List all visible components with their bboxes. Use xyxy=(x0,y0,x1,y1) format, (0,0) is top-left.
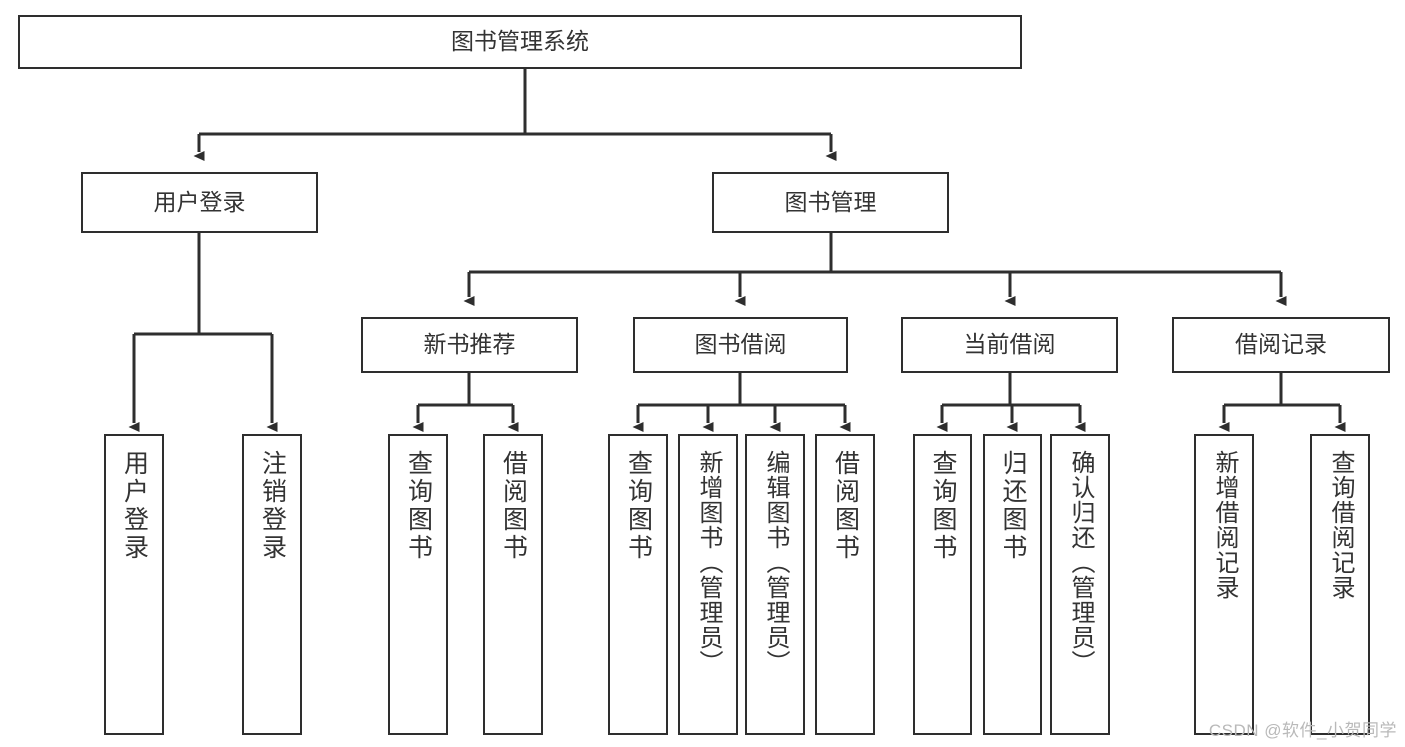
node-label: 借阅记录 xyxy=(1235,331,1327,358)
node-label: 新书推荐 xyxy=(423,331,516,358)
node-current-borrowing[interactable]: 当前借阅 xyxy=(901,317,1118,373)
node-label: 用户登录 xyxy=(153,188,246,215)
node-book-borrowing[interactable]: 图书借阅 xyxy=(633,317,848,373)
node-leaf-add-book-admin[interactable]: 新增图书（管理员） xyxy=(678,434,738,735)
node-label: 借阅图书 xyxy=(499,450,528,562)
node-leaf-query-book-borrow[interactable]: 查询图书 xyxy=(608,434,668,735)
node-label: 借阅图书 xyxy=(831,450,860,562)
node-leaf-query-borrow-record[interactable]: 查询借阅记录 xyxy=(1310,434,1370,735)
node-leaf-query-book-current[interactable]: 查询图书 xyxy=(913,434,972,735)
node-label: 新增借阅记录 xyxy=(1211,450,1238,600)
node-label: 注销登录 xyxy=(258,450,287,562)
node-book-management[interactable]: 图书管理 xyxy=(712,172,949,233)
node-leaf-logout[interactable]: 注销登录 xyxy=(242,434,302,735)
node-label: 当前借阅 xyxy=(963,331,1056,358)
node-label: 查询图书 xyxy=(404,450,433,562)
node-label: 图书管理系统 xyxy=(451,28,589,55)
node-new-book-recommendation[interactable]: 新书推荐 xyxy=(361,317,578,373)
node-leaf-add-borrow-record[interactable]: 新增借阅记录 xyxy=(1194,434,1254,735)
node-label: 查询借阅记录 xyxy=(1327,450,1354,600)
node-leaf-confirm-return-admin[interactable]: 确认归还（管理员） xyxy=(1050,434,1110,735)
node-label: 归还图书 xyxy=(999,450,1027,562)
node-label: 用户登录 xyxy=(120,450,149,562)
node-user-login[interactable]: 用户登录 xyxy=(81,172,318,233)
node-label: 图书借阅 xyxy=(694,331,787,358)
node-label: 查询图书 xyxy=(929,450,957,562)
node-label: 图书管理 xyxy=(784,188,877,215)
node-leaf-borrow-book-new[interactable]: 借阅图书 xyxy=(483,434,543,735)
node-root-book-management-system[interactable]: 图书管理系统 xyxy=(18,15,1022,69)
node-leaf-user-login[interactable]: 用户登录 xyxy=(104,434,164,735)
node-leaf-edit-book-admin[interactable]: 编辑图书（管理员） xyxy=(745,434,805,735)
node-borrowing-record[interactable]: 借阅记录 xyxy=(1172,317,1390,373)
node-leaf-query-book-new[interactable]: 查询图书 xyxy=(388,434,448,735)
node-label: 确认归还（管理员） xyxy=(1067,450,1094,675)
node-label: 编辑图书（管理员） xyxy=(762,450,789,675)
node-label: 新增图书（管理员） xyxy=(695,450,722,675)
node-label: 查询图书 xyxy=(624,450,653,562)
node-leaf-return-book[interactable]: 归还图书 xyxy=(983,434,1042,735)
node-leaf-borrow-book[interactable]: 借阅图书 xyxy=(815,434,875,735)
csdn-watermark: CSDN @软件_小贺同学 xyxy=(1208,721,1397,740)
